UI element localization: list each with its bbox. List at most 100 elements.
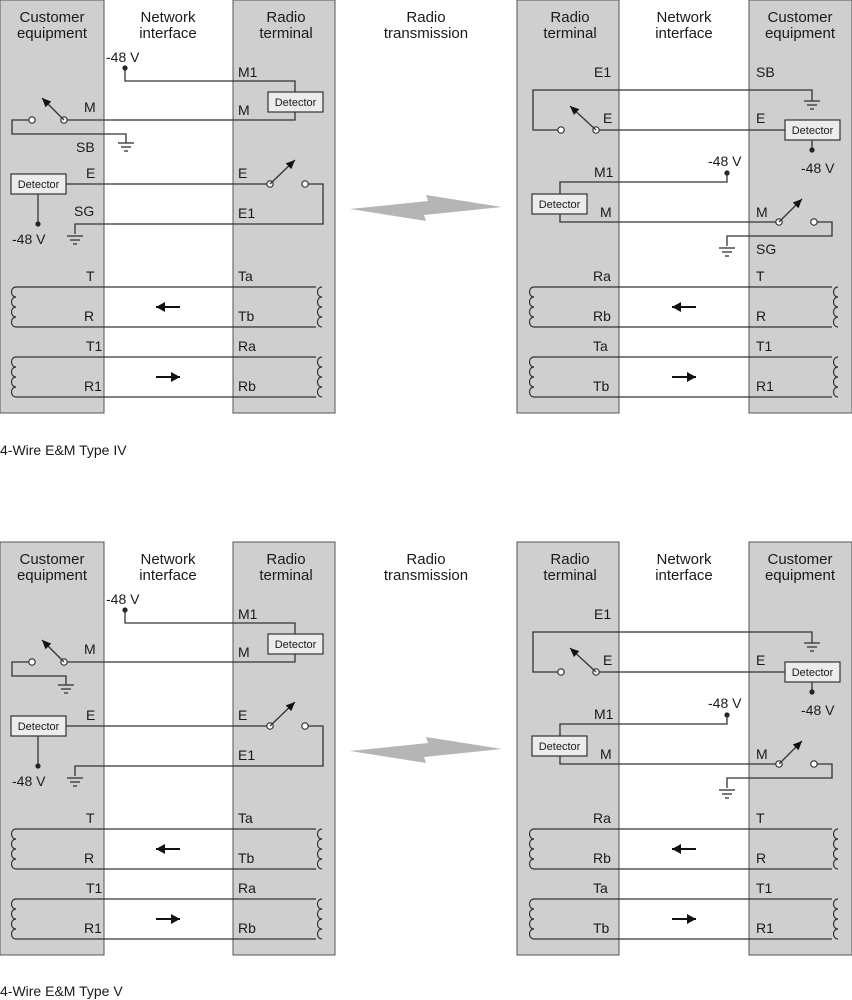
junction-dot: [35, 221, 41, 227]
radio-terminal-header-right-line1: Radio: [550, 9, 589, 26]
customer-equipment-column: [0, 541, 105, 956]
label-sg-right: SG: [756, 241, 776, 257]
label-e-radio: E: [238, 707, 247, 723]
radio-transmission-header-line2: transmission: [384, 567, 468, 584]
radio-transmission-lightning-icon: [350, 737, 502, 763]
coil-icon: [10, 286, 17, 328]
radio-terminal-header-right-line2: terminal: [543, 567, 596, 584]
detector-left-customer-label: Detector: [18, 179, 60, 191]
label-e-right-radio: E: [603, 652, 612, 668]
label-pair: T: [756, 810, 765, 826]
e-switch-contact: [301, 180, 309, 188]
wire: [74, 183, 324, 234]
radio-transmission-header-line2: transmission: [384, 25, 468, 42]
radio-terminal-header-line1: Radio: [266, 551, 305, 568]
label-m: M: [84, 99, 96, 115]
label-m-radio: M: [238, 102, 250, 118]
label-sb-right: SB: [756, 64, 775, 80]
label-pair: Tb: [238, 850, 255, 866]
voltage-label: -48 V: [708, 153, 742, 169]
label-pair: R: [84, 308, 94, 324]
label-pair: R: [756, 850, 766, 866]
coil-icon: [832, 286, 839, 328]
customer-equipment-header-line1: Customer: [19, 9, 84, 26]
coil-icon: [832, 828, 839, 870]
radio-terminal-header-right-line2: terminal: [543, 25, 596, 42]
voltage-label: -48 V: [708, 695, 742, 711]
detector-left-radio-label: Detector: [275, 639, 317, 651]
coil-icon: [10, 356, 17, 398]
label-m1: M1: [238, 606, 258, 622]
wire: [11, 119, 127, 143]
network-interface-header-line1: Network: [140, 551, 196, 568]
label-pair: R: [756, 308, 766, 324]
label-pair: Rb: [238, 920, 256, 936]
signal-arrow-right-head: [171, 372, 180, 382]
detector-left-radio-label: Detector: [275, 97, 317, 109]
label-pair: Ta: [238, 268, 253, 284]
network-interface-header-line2: interface: [139, 567, 197, 584]
label-pair: Tb: [593, 920, 610, 936]
label-pair: T: [756, 268, 765, 284]
coil-icon: [528, 356, 535, 398]
m-switch-blade-tip: [42, 98, 52, 108]
signal-arrow-right-head: [687, 914, 696, 924]
label-m-right-radio: M: [600, 204, 612, 220]
customer-equipment-column-right: [748, 541, 852, 956]
wire: [559, 173, 728, 194]
label-e1-right: E1: [594, 606, 611, 622]
detector-right-radio-label: Detector: [539, 199, 581, 211]
m-switch-blade-right-tip: [792, 741, 802, 751]
e-switch-blade-tip: [285, 702, 295, 712]
m-switch-contact: [28, 658, 36, 666]
label-pair: Rb: [593, 850, 611, 866]
wire: [532, 89, 593, 131]
radio-terminal-header-right-line1: Radio: [550, 551, 589, 568]
coil-icon: [528, 286, 535, 328]
network-interface-header-right-line2: interface: [655, 25, 713, 42]
coil-icon: [316, 828, 323, 870]
detector-right-radio-label: Detector: [539, 741, 581, 753]
customer-equipment-header-right-line2: equipment: [765, 25, 836, 42]
caption-type-v: 4-Wire E&M Type V: [0, 983, 123, 999]
label-pair: T: [86, 810, 95, 826]
wire: [559, 715, 728, 736]
radio-transmission-header-line1: Radio: [406, 551, 445, 568]
label-e1: E1: [238, 747, 255, 763]
label-e: E: [86, 165, 95, 181]
label-pair: R1: [756, 920, 774, 936]
caption-type-iv: 4-Wire E&M Type IV: [0, 442, 127, 458]
label-pair: T1: [86, 880, 103, 896]
coil-icon: [528, 898, 535, 940]
m-switch-contact: [28, 116, 36, 124]
coil-icon: [832, 898, 839, 940]
m-switch-contact: [810, 760, 818, 768]
signal-arrow-left-head: [156, 844, 165, 854]
signal-arrow-right-head: [687, 372, 696, 382]
label-e-right-radio: E: [603, 110, 612, 126]
voltage-label: -48 V: [106, 49, 140, 65]
label-m: M: [84, 641, 96, 657]
customer-equipment-header-line2: equipment: [17, 567, 88, 584]
customer-equipment-column-right: [748, 0, 852, 414]
wire: [11, 661, 67, 685]
radio-terminal-column: [232, 541, 336, 956]
detector-left-customer-label: Detector: [18, 721, 60, 733]
coil-icon: [316, 286, 323, 328]
wire: [124, 68, 296, 92]
customer-equipment-header-right-line1: Customer: [767, 551, 832, 568]
wire: [559, 756, 777, 765]
label-m-radio: M: [238, 644, 250, 660]
label-pair: R1: [84, 920, 102, 936]
customer-equipment-column: [0, 0, 105, 414]
radio-terminal-header-line2: terminal: [259, 25, 312, 42]
coil-icon: [316, 898, 323, 940]
label-m-right-radio: M: [600, 746, 612, 762]
label-pair: R1: [756, 378, 774, 394]
customer-equipment-header-right-line1: Customer: [767, 9, 832, 26]
wire: [726, 763, 833, 788]
wire: [63, 112, 296, 121]
e-switch-contact: [557, 668, 565, 676]
label-pair: T1: [756, 880, 773, 896]
